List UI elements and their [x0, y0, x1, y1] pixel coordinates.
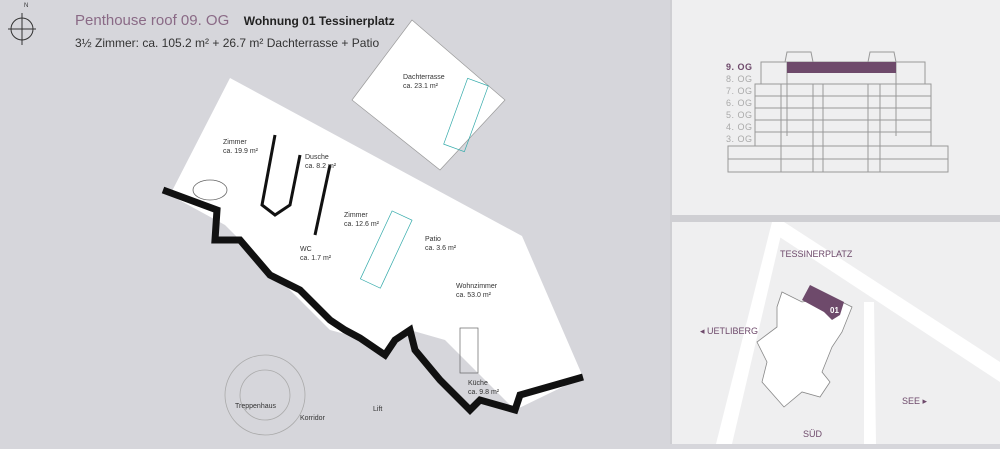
map-west-label: ◂ UETLIBERG — [700, 326, 759, 336]
page-title: Penthouse roof 09. OG — [75, 12, 230, 29]
compass-north-label: N — [24, 3, 29, 9]
apartment-name: Wohnung 01 Tessinerplatz — [243, 14, 395, 28]
unit-number: 01 — [830, 306, 839, 315]
level-3-og[interactable]: 3. OG — [726, 134, 753, 144]
map-north-label: TESSINERPLATZ — [780, 249, 853, 259]
floor-plan-drawing — [161, 19, 584, 436]
corridor-label: Korridor — [300, 415, 325, 422]
site-map: TESSINERPLATZ ◂ UETLIBERG SEE ▸ SÜD 01 — [672, 222, 1000, 444]
building-elevation — [727, 51, 949, 173]
level-selector: 9. OG 8. OG 7. OG 6. OG 5. OG 4. OG 3. O… — [672, 0, 1000, 215]
level-6-og[interactable]: 6. OG — [726, 98, 753, 108]
lift-label: Lift — [373, 406, 383, 413]
map-east-label: SEE ▸ — [902, 396, 928, 406]
unit-01-highlight[interactable] — [802, 285, 844, 320]
map-south-label: SÜD — [803, 429, 823, 439]
plan-header: Penthouse roof 09. OG Wohnung 01 Tessine… — [75, 12, 395, 50]
level-4-og[interactable]: 4. OG — [726, 122, 753, 132]
side-panel: 9. OG 8. OG 7. OG 6. OG 5. OG 4. OG 3. O… — [670, 0, 1000, 444]
level-8-og[interactable]: 8. OG — [726, 74, 753, 84]
level-5-og[interactable]: 5. OG — [726, 110, 753, 120]
level-9-highlight[interactable] — [787, 62, 896, 73]
level-9-og[interactable]: 9. OG — [726, 62, 753, 72]
compass-icon — [8, 13, 36, 45]
site-map-drawing — [716, 222, 1000, 444]
apartment-area: 3½ Zimmer: ca. 105.2 m² + 26.7 m² Dachte… — [75, 36, 380, 50]
floor-plan: N Penthouse roof 09. OG Wohnung 01 Tessi… — [8, 3, 584, 436]
stairs-label: Treppenhaus — [235, 403, 276, 410]
level-7-og[interactable]: 7. OG — [726, 86, 753, 96]
